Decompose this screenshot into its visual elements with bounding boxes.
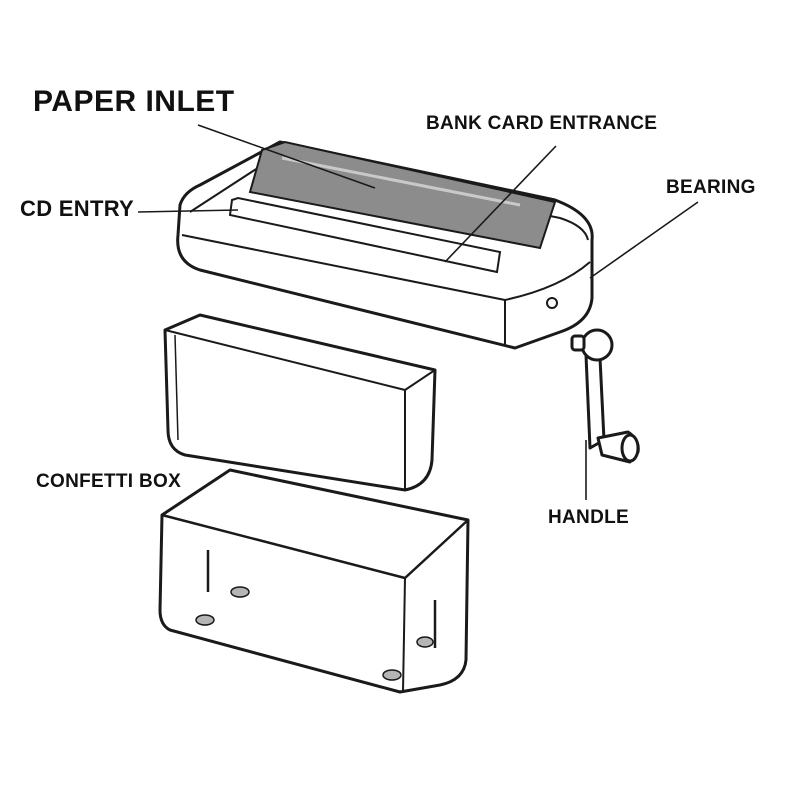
label-cd-entry: CD ENTRY	[20, 196, 135, 221]
leader-bank-card	[444, 145, 557, 263]
crank-handle	[570, 328, 640, 464]
foot-4	[382, 669, 402, 681]
label-bank-card-entrance: BANK CARD ENTRANCE	[426, 113, 658, 134]
leader-lines	[137, 124, 699, 500]
bearing-hub	[546, 297, 558, 309]
foot-1	[230, 586, 250, 598]
label-handle: HANDLE	[548, 507, 629, 528]
paper-slot-highlight	[281, 156, 521, 207]
label-paper-inlet: PAPER INLET	[33, 85, 235, 118]
confetti-box	[158, 468, 470, 694]
foot-3	[416, 636, 434, 648]
leader-bearing	[589, 201, 699, 279]
label-bearing: BEARING	[666, 177, 756, 198]
leader-paper-inlet	[197, 124, 376, 189]
leader-cd-entry	[137, 209, 239, 213]
inner-bin	[163, 313, 437, 492]
label-confetti-box: CONFETTI BOX	[36, 471, 182, 492]
card-slot	[228, 196, 502, 274]
foot-2	[195, 614, 215, 626]
paper-slot	[248, 140, 557, 250]
